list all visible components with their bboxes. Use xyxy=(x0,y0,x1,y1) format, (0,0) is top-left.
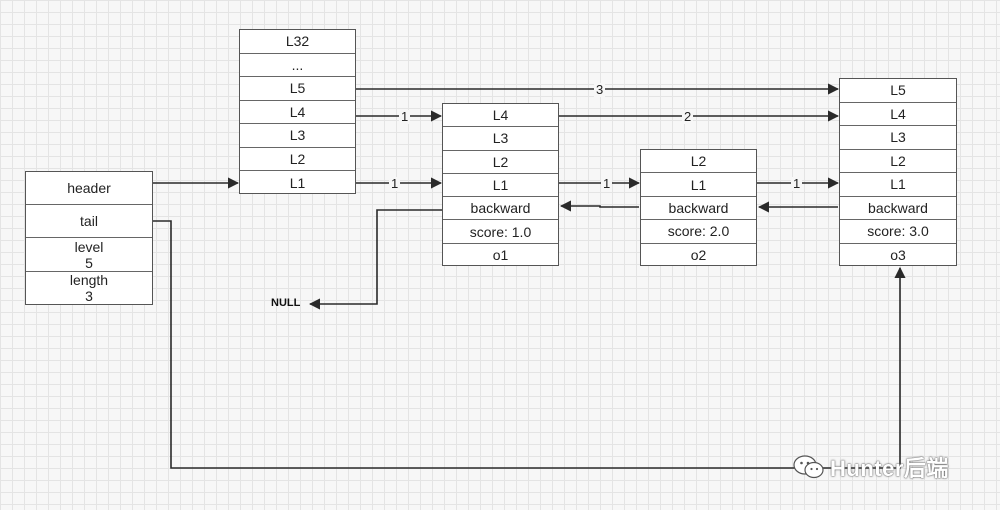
null-label: NULL xyxy=(271,297,301,309)
watermark: Hunter后端 xyxy=(792,451,949,483)
span-label-l5: 3 xyxy=(594,82,606,97)
level-field: level 5 xyxy=(26,238,152,272)
span-label-l1-first: 1 xyxy=(389,176,401,191)
span-label-l4-second: 2 xyxy=(682,109,694,124)
header-node-level: L5 xyxy=(240,77,355,101)
node-o1-level: L4 xyxy=(443,104,558,128)
span-label-l4-first: 1 xyxy=(399,109,411,124)
link-tail-to-o3 xyxy=(153,220,906,469)
node-o3-level: L2 xyxy=(840,150,956,173)
span-label-l1-second: 1 xyxy=(601,176,613,191)
node-o3-level: L5 xyxy=(840,79,956,103)
header-node: L32 ... L5 L4 L3 L2 L1 xyxy=(239,29,356,194)
node-o1-backward: backward xyxy=(443,197,558,221)
node-o1-score: score: 1.0 xyxy=(443,220,558,244)
node-o1-level: L3 xyxy=(443,127,558,151)
header-node-level: ... xyxy=(240,54,355,77)
tail-field: tail xyxy=(26,205,152,238)
header-node-level: L3 xyxy=(240,124,355,148)
length-field: length 3 xyxy=(26,272,152,304)
watermark-text: Hunter后端 xyxy=(830,456,949,481)
node-o1-object: o1 xyxy=(492,247,509,264)
length-label: length xyxy=(69,272,109,288)
node-o2: L2 L1 backward score: 2.0 o2 xyxy=(640,149,757,266)
node-o2-level: L1 xyxy=(641,173,756,197)
link-backward-o2-to-o1 xyxy=(559,200,639,212)
node-o2-object: o2 xyxy=(690,247,707,264)
link-backward-o1-to-null xyxy=(308,209,442,310)
length-value: 3 xyxy=(85,288,93,304)
wechat-icon xyxy=(793,455,824,479)
node-o2-score: score: 2.0 xyxy=(641,220,756,244)
node-o3-level: L3 xyxy=(840,126,956,150)
node-o3: L5 L4 L3 L2 L1 backward score: 3.0 o3 xyxy=(839,78,957,266)
header-node-level: L2 xyxy=(240,148,355,171)
node-o3-backward: backward xyxy=(840,197,956,220)
header-field: header xyxy=(26,172,152,205)
level-label: level xyxy=(74,238,104,255)
node-o3-level: L4 xyxy=(840,103,956,126)
list-struct: header tail level 5 length 3 xyxy=(25,171,153,305)
header-node-level: L4 xyxy=(240,101,355,124)
node-o3-level: L1 xyxy=(840,173,956,197)
node-o2-backward: backward xyxy=(641,197,756,221)
level-value: 5 xyxy=(85,254,93,271)
header-node-level: L32 xyxy=(240,30,355,54)
span-label-l1-third: 1 xyxy=(791,176,803,191)
node-o3-score: score: 3.0 xyxy=(840,220,956,244)
node-o2-level: L2 xyxy=(641,150,756,174)
node-o1-level: L1 xyxy=(443,174,558,198)
node-o3-object: o3 xyxy=(890,247,906,264)
header-node-level: L1 xyxy=(289,174,306,191)
node-o1: L4 L3 L2 L1 backward score: 1.0 o1 xyxy=(442,103,559,266)
node-o1-level: L2 xyxy=(443,151,558,174)
